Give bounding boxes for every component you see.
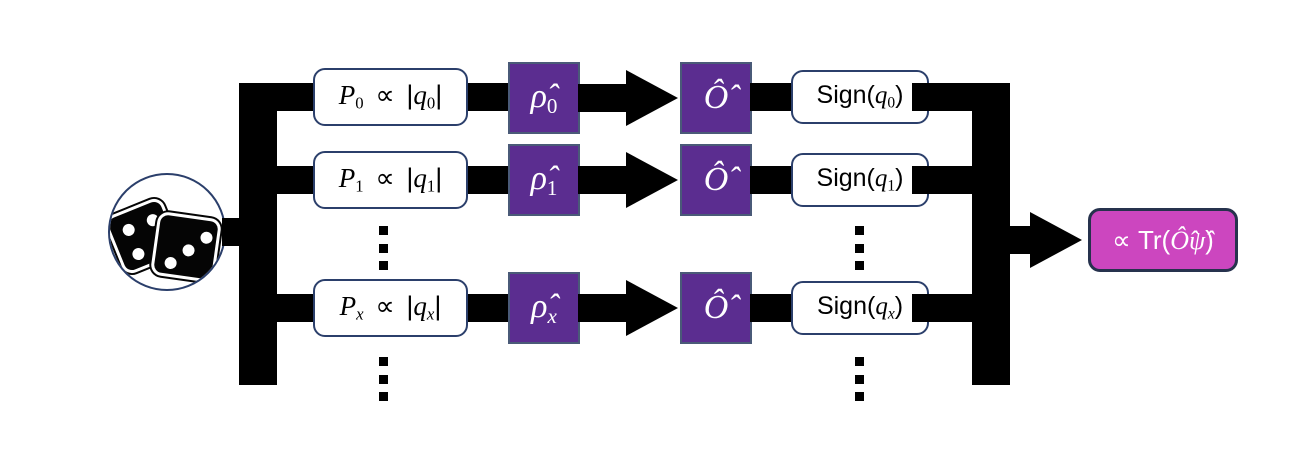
state-symbol-row-x: ρ̂x	[531, 287, 557, 328]
result-formula: ∝ Tr(Ô̂ψ̂)	[1112, 224, 1214, 255]
ellipsis-sign-bottom	[855, 357, 864, 401]
probability-box-row-x[interactable]: Px ∝ |qx|	[313, 279, 468, 337]
probability-formula-row-0: P0 ∝ |q0|	[338, 80, 443, 113]
left-bus-spine	[239, 83, 277, 385]
state-box-row-x[interactable]: ρ̂x	[508, 272, 580, 344]
state-symbol-row-0: ρ̂0	[530, 77, 558, 118]
state-box-row-0[interactable]: ρ̂0	[508, 62, 580, 134]
arrow-bus-to-result	[1000, 204, 1088, 276]
sign-box-row-1[interactable]: Sign(q1)	[791, 153, 929, 207]
observable-box-row-1[interactable]: Ô̂	[680, 144, 752, 216]
state-symbol-row-1: ρ̂1	[530, 159, 558, 200]
sign-box-row-0[interactable]: Sign(q0)	[791, 70, 929, 124]
sign-formula-row-1: Sign(q1)	[816, 164, 904, 195]
ellipsis-probability-bottom	[379, 357, 388, 401]
sign-formula-row-0: Sign(q0)	[816, 81, 904, 112]
sign-formula-row-x: Sign(qx)	[816, 292, 904, 323]
ellipsis-sign-middle	[855, 226, 864, 270]
ellipsis-probability-middle	[379, 226, 388, 270]
dice-icon-second	[149, 210, 223, 284]
probability-formula-row-x: Px ∝ |qx|	[339, 291, 442, 324]
arrow-row-0	[578, 62, 682, 134]
observable-symbol-row-0: Ô̂	[703, 79, 729, 116]
probability-box-row-1[interactable]: P1 ∝ |q1|	[313, 151, 468, 209]
observable-box-row-0[interactable]: Ô̂	[680, 62, 752, 134]
result-box[interactable]: ∝ Tr(Ô̂ψ̂)	[1088, 208, 1238, 272]
state-box-row-1[interactable]: ρ̂1	[508, 144, 580, 216]
observable-symbol-row-x: Ô̂	[703, 289, 729, 326]
arrow-row-1	[578, 144, 682, 216]
observable-box-row-x[interactable]: Ô̂	[680, 272, 752, 344]
dice-source-node[interactable]	[108, 173, 226, 291]
probability-formula-row-1: P1 ∝ |q1|	[338, 163, 443, 196]
sign-box-row-x[interactable]: Sign(qx)	[791, 281, 929, 335]
probability-box-row-0[interactable]: P0 ∝ |q0|	[313, 68, 468, 126]
arrow-row-x	[578, 272, 682, 344]
observable-symbol-row-1: Ô̂	[703, 161, 729, 198]
